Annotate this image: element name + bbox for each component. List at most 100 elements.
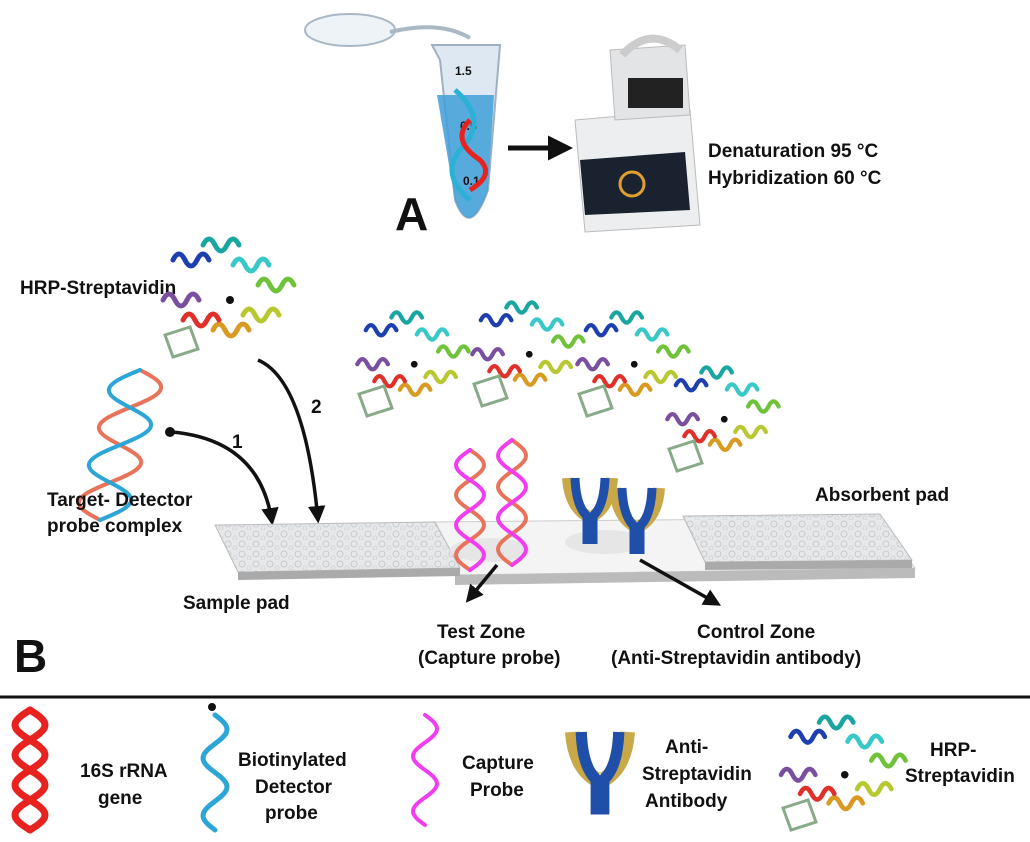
protein-ribbon	[699, 365, 735, 380]
anti-streptavidin-antibody-icon	[562, 477, 618, 544]
protein-ribbon	[397, 382, 433, 397]
antibody-chain	[588, 477, 610, 544]
target-detector-complex-icon	[76, 368, 164, 522]
absorbent-pad-label: Absorbent pad	[815, 485, 949, 506]
antibody-chain	[598, 731, 625, 815]
arrow-step-1	[171, 430, 279, 526]
protein-ribbon	[634, 327, 670, 342]
protein-ribbon	[363, 323, 399, 338]
arrow-step-2	[257, 358, 326, 524]
protein-ribbon	[617, 382, 653, 397]
test-zone-sublabel: (Capture probe)	[418, 648, 561, 669]
protein-ribbon	[868, 752, 908, 769]
panel-b-letter: B	[14, 630, 47, 682]
protein-ribbon	[240, 306, 282, 324]
hrp-streptavidin-icon	[470, 300, 586, 408]
protein-ribbon	[180, 311, 222, 329]
legend-label: 16S rRNA	[80, 761, 168, 782]
protein-ribbon	[160, 291, 202, 309]
protein-ribbon	[845, 733, 885, 750]
legend-label: Anti-	[665, 737, 708, 758]
protein-ribbon	[170, 251, 212, 269]
complex-label-line1: Target- Detector	[47, 490, 193, 511]
helix-strand	[496, 438, 528, 567]
protein-ribbon	[504, 300, 540, 315]
protein-ribbon	[550, 334, 586, 349]
sample-pad	[214, 521, 461, 573]
legend-label: probe	[265, 803, 318, 824]
test-zone-label: Test Zone	[437, 622, 525, 643]
protein-ribbon	[355, 357, 391, 372]
thermocycler-icon	[574, 34, 701, 233]
protein-ribbon	[816, 714, 856, 731]
protein-sheet	[163, 325, 200, 359]
test-zone-hybrid-icon	[454, 448, 486, 572]
arrow-test-zone	[465, 563, 499, 603]
legend-label: Antibody	[645, 791, 728, 812]
protein-ribbon	[372, 374, 408, 389]
protein-ribbon	[414, 327, 450, 342]
protein-ribbon	[478, 313, 514, 328]
protein-sheet	[577, 384, 614, 418]
control-zone-sublabel: (Anti-Streptavidin antibody)	[611, 648, 861, 669]
protein-sheet	[357, 384, 394, 418]
hrp-streptavidin-icon	[575, 310, 691, 418]
lateral-flow-strip	[214, 513, 916, 585]
protein-ribbon	[655, 344, 691, 359]
antibody-icon	[565, 731, 635, 815]
protein-ribbon	[389, 310, 425, 325]
protein-ribbon	[583, 323, 619, 338]
hrp-streptavidin-label: HRP-Streptavidin	[20, 278, 176, 299]
protein-ribbon	[592, 374, 628, 389]
helix-strand	[86, 368, 154, 522]
absorbent-pad	[682, 513, 913, 563]
legend-label: Streptavidin	[905, 766, 1015, 787]
protein-ribbon	[230, 256, 272, 274]
step-1-label: 1	[232, 432, 243, 453]
tube-dna-icon	[449, 88, 489, 202]
helix-strand	[200, 712, 230, 833]
control-zone-label: Control Zone	[697, 622, 815, 643]
protein-ribbon	[745, 399, 781, 414]
legend-label: Biotinylated	[238, 750, 347, 771]
protein-ribbon	[733, 424, 769, 440]
protein-ribbon	[609, 310, 645, 325]
legend-label: Streptavidin	[642, 764, 752, 785]
protein-ribbon	[673, 378, 709, 393]
protein-ribbon	[435, 344, 471, 359]
legend-label: Capture	[462, 753, 534, 774]
protein-ribbon	[826, 795, 866, 812]
tube-mark: 1.5	[455, 64, 472, 78]
protein-ribbon	[529, 317, 565, 332]
protein-ribbon	[682, 429, 718, 444]
protein-ribbon	[200, 236, 242, 254]
protein-ribbon	[788, 728, 828, 745]
protein-ribbon	[643, 369, 679, 385]
protein-ribbon	[487, 364, 523, 379]
hrp-streptavidin-icon	[665, 365, 781, 473]
protein-ribbon	[797, 785, 837, 802]
legend-label: gene	[98, 788, 142, 809]
step-2-label: 2	[311, 397, 322, 418]
protein-ribbon	[778, 766, 818, 783]
helix-strand	[454, 448, 486, 572]
test-zone-hybrid-icon	[496, 438, 528, 567]
hrp-streptavidin-icon	[355, 310, 471, 418]
protein-ribbon	[423, 369, 459, 385]
protein-ribbon	[470, 347, 506, 362]
microcentrifuge-tube: 1.5 0.5 0.1	[304, 13, 502, 219]
capture-probe-icon	[411, 713, 439, 827]
hybridization-label: Hybridization 60 °C	[708, 168, 882, 189]
protein-ribbon	[665, 412, 701, 427]
protein-sheet	[667, 439, 704, 473]
denaturation-label: Denaturation 95 °C	[708, 141, 878, 162]
antibody-chain	[575, 731, 602, 815]
hrp-streptavidin-icon	[160, 236, 297, 359]
antibody-chain	[617, 487, 639, 554]
detector-probe-icon	[200, 712, 230, 833]
protein-ribbon	[255, 276, 297, 294]
protein-ribbon	[854, 780, 894, 798]
legend-label: Detector	[255, 777, 333, 798]
protein-ribbon	[512, 372, 548, 387]
